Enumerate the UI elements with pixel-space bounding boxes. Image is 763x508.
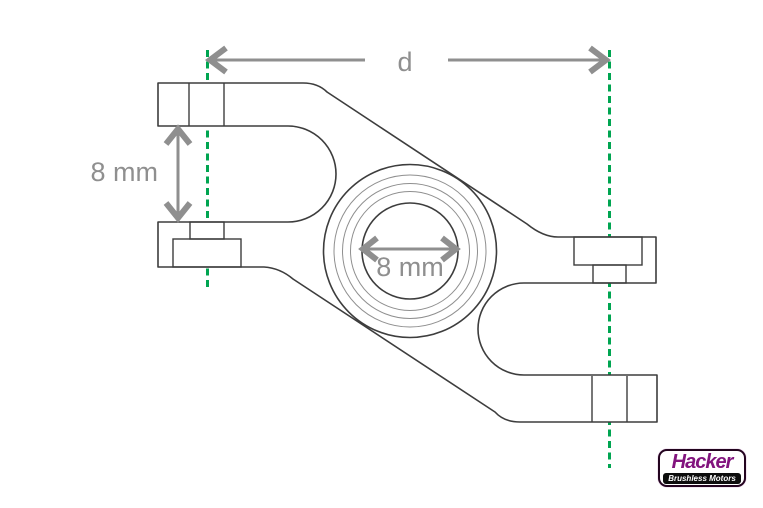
arrowhead-up-icon [163,124,193,146]
dim-d-label: d [397,47,412,77]
shaft-bore-circle [361,202,459,300]
arrowhead-right-icon [588,45,611,75]
dim-bore-label: 8 mm [376,252,444,282]
logo-brand-text: Hacker [671,451,734,473]
arrowhead-bore-right-icon [440,235,461,263]
logo-tagline-text: Brushless Motors [668,473,736,483]
arrowhead-left-icon [205,45,228,75]
hub-ring-2 [342,183,478,319]
arrowhead-down-icon [163,201,193,223]
dimension-labels-group: d 8 mm 8 mm [91,47,444,282]
hacker-logo: Hacker Brushless Motors [658,449,746,487]
arrowhead-bore-left-icon [358,235,379,263]
hub-rings-group [333,174,487,328]
hub-ring-3 [350,191,470,311]
prong-bl-screw-head [172,238,242,268]
prong-tr-screw-shank [592,264,627,284]
dimension-lines-group [163,45,611,263]
logo-tagline-bar: Brushless Motors [663,473,741,484]
hub-ring-1 [333,174,487,328]
dim-left-label: 8 mm [91,157,159,187]
